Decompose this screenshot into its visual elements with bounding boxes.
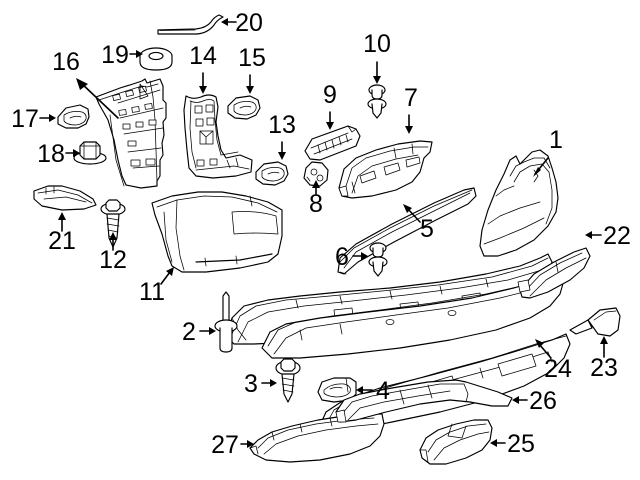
- callout-label-7: 7: [404, 84, 418, 112]
- callout-18[interactable]: 18: [37, 140, 80, 168]
- callout-11[interactable]: 11: [139, 267, 174, 306]
- part-10-push-pin-rivet: [367, 84, 387, 119]
- callout-5[interactable]: 5: [403, 204, 434, 243]
- callout-label-24: 24: [544, 355, 572, 383]
- callout-label-16: 16: [52, 48, 80, 76]
- callout-3[interactable]: 3: [244, 370, 277, 398]
- callout-9[interactable]: 9: [323, 81, 337, 130]
- callout-22[interactable]: 22: [585, 222, 631, 250]
- callout-27[interactable]: 27: [211, 431, 254, 459]
- part-12-hex-screw: [100, 199, 126, 248]
- callout-8[interactable]: 8: [309, 180, 323, 218]
- callout-layer: 1 2 3 4 5 6: [11, 9, 631, 459]
- callout-label-14: 14: [189, 42, 217, 70]
- callout-6[interactable]: 6: [335, 243, 368, 271]
- callout-label-2: 2: [182, 318, 196, 346]
- part-25-deflector-right: [419, 419, 493, 465]
- part-9-ribbed-strip: [304, 125, 361, 161]
- callout-label-5: 5: [420, 215, 434, 243]
- callout-label-23: 23: [590, 354, 618, 382]
- callout-24[interactable]: 24: [535, 339, 572, 383]
- callout-label-4: 4: [376, 377, 390, 405]
- callout-17[interactable]: 17: [11, 105, 56, 133]
- part-1-bumper-cover-right: [479, 149, 559, 257]
- part-26-deflector-bracket: [335, 379, 513, 423]
- callout-label-1: 1: [549, 126, 563, 154]
- callout-2[interactable]: 2: [182, 318, 216, 346]
- part-18-flange-nut: [73, 141, 107, 165]
- callout-13[interactable]: 13: [268, 111, 296, 160]
- part-23-small-tab: [569, 307, 621, 337]
- part-27-reflector-trim: [249, 413, 385, 463]
- callout-label-13: 13: [268, 111, 296, 139]
- callout-label-22: 22: [603, 222, 631, 250]
- part-7-reinforcement-bar: [338, 140, 433, 199]
- callout-4[interactable]: 4: [356, 377, 390, 405]
- part-15-retainer-clip: [227, 95, 261, 120]
- part-11-bumper-cover-left: [151, 191, 283, 273]
- callout-label-17: 17: [11, 105, 39, 133]
- callout-label-9: 9: [323, 81, 337, 109]
- callout-label-26: 26: [529, 387, 557, 415]
- callout-15[interactable]: 15: [238, 44, 266, 94]
- callout-label-19: 19: [101, 41, 129, 69]
- part-3-hex-flange-screw: [275, 358, 301, 403]
- part-16-guide-bracket: [95, 78, 167, 189]
- callout-16[interactable]: 16: [52, 48, 119, 119]
- callout-12[interactable]: 12: [99, 232, 127, 274]
- callout-label-20: 20: [235, 9, 263, 37]
- part-21-wedge-trim: [33, 185, 97, 211]
- callout-label-27: 27: [211, 431, 239, 459]
- callout-label-15: 15: [238, 44, 266, 72]
- part-22-trim-strip: [517, 247, 591, 299]
- callout-label-12: 12: [99, 246, 127, 274]
- part-8-bracket-plate: [303, 161, 329, 187]
- callout-7[interactable]: 7: [404, 84, 418, 134]
- callout-1[interactable]: 1: [533, 126, 563, 177]
- callout-label-10: 10: [363, 30, 391, 58]
- callout-label-6: 6: [335, 243, 349, 271]
- callout-10[interactable]: 10: [363, 30, 391, 84]
- callout-23[interactable]: 23: [590, 336, 618, 382]
- part-19-grommet: [139, 47, 173, 71]
- callout-label-8: 8: [309, 190, 323, 218]
- callout-26[interactable]: 26: [512, 387, 557, 415]
- callout-19[interactable]: 19: [101, 41, 143, 69]
- part-17-retainer-clip: [57, 104, 90, 129]
- part-2-expansion-rivet: [214, 291, 238, 353]
- callout-label-11: 11: [139, 278, 165, 306]
- callout-21[interactable]: 21: [48, 212, 76, 255]
- callout-label-18: 18: [37, 140, 65, 168]
- callout-label-21: 21: [48, 227, 76, 255]
- callout-14[interactable]: 14: [189, 42, 217, 94]
- callout-label-3: 3: [244, 370, 258, 398]
- callout-20[interactable]: 20: [221, 9, 263, 37]
- part-13-retainer-clip: [255, 161, 289, 186]
- part-6-push-pin-rivet: [368, 242, 388, 277]
- part-4-mount-clip: [317, 377, 357, 403]
- callout-25[interactable]: 25: [490, 430, 535, 458]
- callout-label-25: 25: [507, 430, 535, 458]
- part-14-side-bracket: [183, 94, 253, 179]
- part-20-molding-strip: [157, 14, 224, 35]
